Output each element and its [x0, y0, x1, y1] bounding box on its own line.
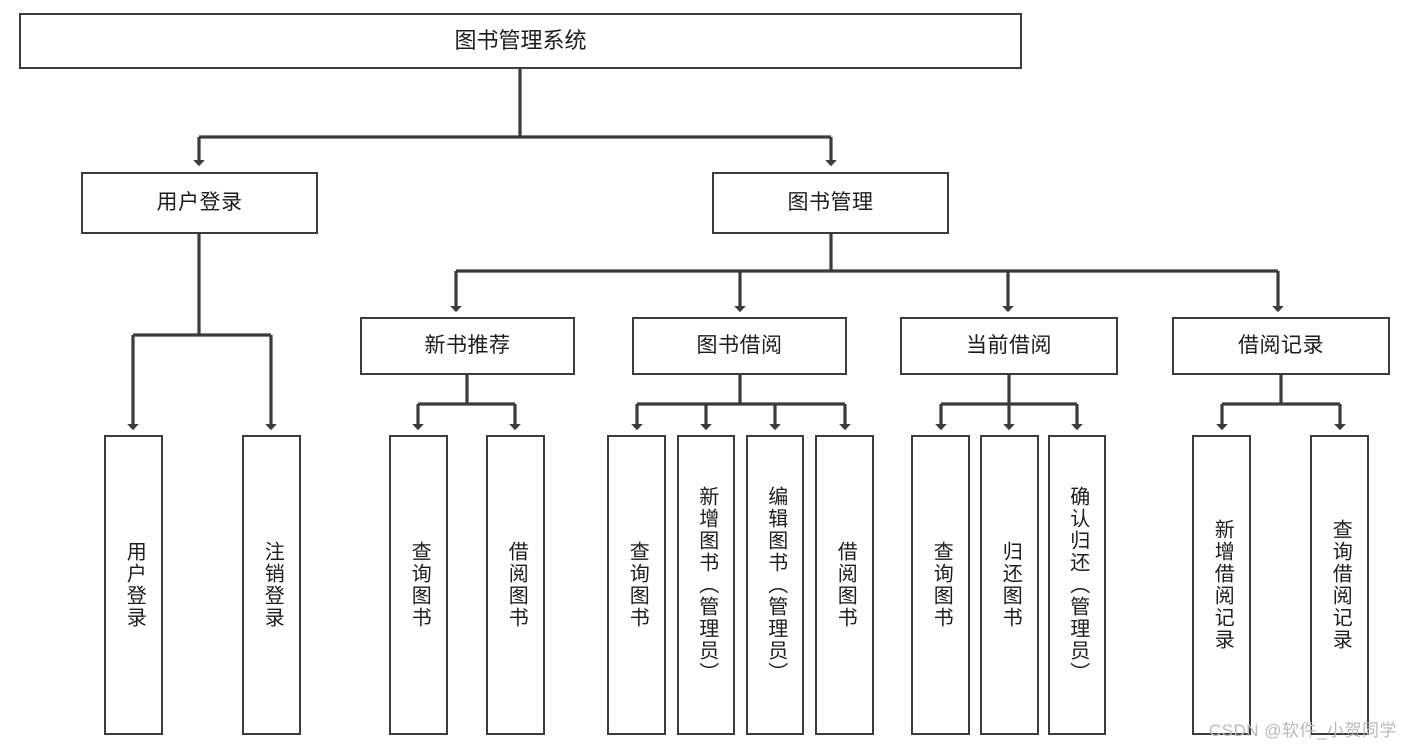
node-label: 借阅图书	[834, 541, 857, 629]
node-label: 借阅记录	[1238, 333, 1324, 357]
node-label: 查询借阅记录	[1329, 519, 1352, 651]
node-label: 查询图书	[930, 541, 953, 629]
leaf-query-book-recommendation[interactable]: 查询图书	[389, 435, 448, 735]
node-label: 新书推荐	[424, 333, 511, 357]
leaf-query-borrow-record[interactable]: 查询借阅记录	[1310, 435, 1369, 735]
node-user-login[interactable]: 用户登录	[81, 172, 318, 234]
node-label: 借阅图书	[505, 541, 528, 629]
leaf-borrow-book-borrow[interactable]: 借阅图书	[815, 435, 874, 735]
node-label: 确认归还（管理员）	[1066, 486, 1089, 684]
node-label: 图书管理系统	[454, 28, 587, 54]
leaf-edit-book-admin[interactable]: 编辑图书（管理员）	[746, 435, 804, 735]
node-current-borrow[interactable]: 当前借阅	[900, 317, 1118, 375]
node-label: 查询图书	[408, 541, 431, 629]
leaf-query-book-current[interactable]: 查询图书	[911, 435, 970, 735]
node-label: 归还图书	[999, 541, 1022, 629]
leaf-user-login[interactable]: 用户登录	[104, 435, 163, 735]
csdn-watermark: CSDN @软件_小贺同学	[1208, 721, 1397, 740]
node-label: 用户登录	[123, 541, 146, 629]
leaf-return-book[interactable]: 归还图书	[980, 435, 1039, 735]
node-new-book-recommendation[interactable]: 新书推荐	[360, 317, 575, 375]
node-label: 图书借阅	[696, 333, 783, 357]
node-book-borrow[interactable]: 图书借阅	[632, 317, 847, 375]
node-label: 用户登录	[156, 190, 243, 214]
node-label: 新增借阅记录	[1211, 519, 1234, 651]
leaf-user-logout[interactable]: 注销登录	[242, 435, 301, 735]
leaf-confirm-return-admin[interactable]: 确认归还（管理员）	[1048, 435, 1106, 735]
node-label: 当前借阅	[966, 333, 1052, 357]
node-root-system[interactable]: 图书管理系统	[19, 13, 1022, 69]
leaf-add-borrow-record[interactable]: 新增借阅记录	[1192, 435, 1251, 735]
node-label: 查询图书	[626, 541, 649, 629]
leaf-query-book-borrow[interactable]: 查询图书	[607, 435, 666, 735]
leaf-borrow-book-recommendation[interactable]: 借阅图书	[486, 435, 545, 735]
node-book-management[interactable]: 图书管理	[712, 172, 949, 234]
node-borrow-record[interactable]: 借阅记录	[1172, 317, 1390, 375]
node-label: 注销登录	[261, 541, 284, 629]
leaf-add-book-admin[interactable]: 新增图书（管理员）	[677, 435, 735, 735]
node-label: 图书管理	[787, 190, 874, 214]
node-label: 新增图书（管理员）	[695, 486, 718, 684]
node-label: 编辑图书（管理员）	[764, 486, 787, 684]
